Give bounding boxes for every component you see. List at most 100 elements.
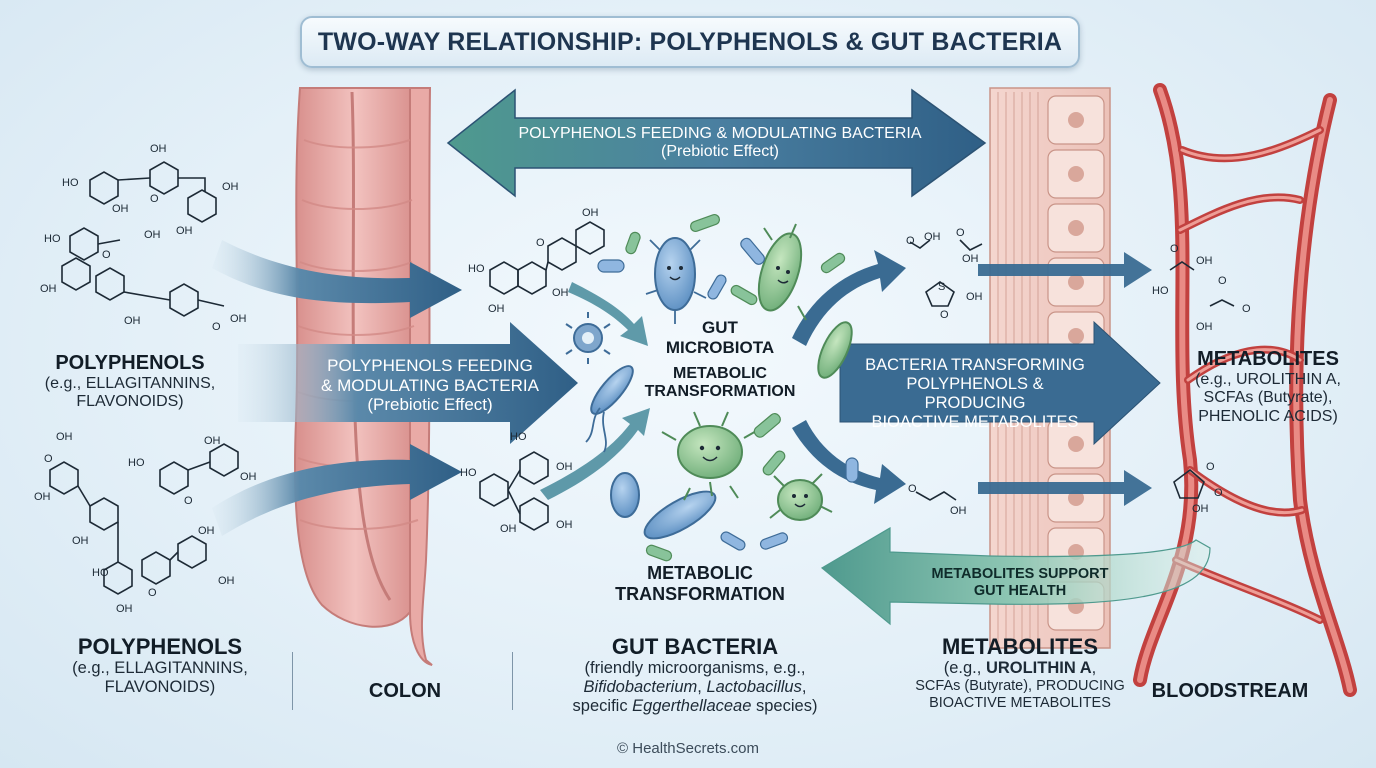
left-curved-arrows xyxy=(212,240,462,536)
atom-label: O xyxy=(148,587,157,599)
atom-label: HO xyxy=(510,431,527,443)
atom-label: O xyxy=(212,321,221,333)
bottom-gut-bacteria-line3: specific Eggerthellaceae species) xyxy=(540,697,850,716)
blood-vessels xyxy=(1133,83,1357,697)
bottom-metabolites-line2: SCFAs (Butyrate), PRODUCING xyxy=(915,678,1125,695)
atom-label: OH xyxy=(552,287,569,299)
atom-label: O xyxy=(956,227,965,239)
specific-text: specific xyxy=(572,697,633,716)
bottom-bloodstream-heading: BLOODSTREAM xyxy=(1151,680,1309,702)
left-polyphenols-line2: FLAVONOIDS) xyxy=(76,393,184,411)
virus-icon xyxy=(565,312,611,364)
atom-label: OH xyxy=(112,203,129,215)
atom-label: O xyxy=(1242,303,1251,315)
eg-text: (e.g., xyxy=(943,659,986,678)
page-title: TWO-WAY RELATIONSHIP: POLYPHENOLS & GUT … xyxy=(300,16,1080,68)
atom-label: OH xyxy=(222,181,239,193)
atom-label: O xyxy=(1206,461,1215,473)
right-arrow-label-line2: POLYPHENOLS & PRODUCING xyxy=(906,374,1044,412)
atom-label: OH xyxy=(198,525,215,537)
bottom-polyphenols-line2: FLAVONOIDS) xyxy=(104,678,216,697)
center-inflow-arrows xyxy=(540,282,650,500)
separator-text: , xyxy=(1091,659,1097,678)
gut-microbiota-line2: MICROBIOTA xyxy=(665,337,775,357)
atom-label: OH xyxy=(230,313,247,325)
bottom-bloodstream-caption: BLOODSTREAM xyxy=(1140,680,1320,703)
gut-microbiota-line3: METABOLIC xyxy=(673,365,767,383)
middle-arrow xyxy=(238,322,578,444)
atom-label: OH xyxy=(34,491,51,503)
atom-label: OH xyxy=(1196,321,1213,333)
middle-arrow-label-line2: & MODULATING BACTERIA xyxy=(321,375,539,395)
right-arrow-label-line3: BIOACTIVE METABOLITES xyxy=(871,412,1079,431)
separator-text: , xyxy=(697,678,707,697)
atom-label: HO xyxy=(1152,285,1169,297)
atom-label: OH xyxy=(240,471,257,483)
copyright-text: © HealthSecrets.com xyxy=(617,740,759,757)
atom-label: O xyxy=(102,249,111,261)
atom-label: HO xyxy=(468,263,485,275)
atom-label: OH xyxy=(144,229,161,241)
atom-label: OH xyxy=(962,253,979,265)
top-double-arrow xyxy=(446,88,987,198)
atom-label: O xyxy=(184,495,193,507)
left-polyphenols-heading: POLYPHENOLS xyxy=(55,352,205,374)
bottom-metabolites-line3: BIOACTIVE METABOLITES xyxy=(929,694,1111,711)
middle-arrow-label-line3: (Prebiotic Effect) xyxy=(367,395,493,415)
bacteria-cluster xyxy=(565,213,859,562)
atom-label: OH xyxy=(556,519,573,531)
atom-label: O xyxy=(1170,243,1179,255)
atom-label: O xyxy=(44,453,53,465)
atom-label: HO xyxy=(92,567,109,579)
atom-label: OH xyxy=(1192,503,1209,515)
left-polyphenols-label: POLYPHENOLS (e.g., ELLAGITANNINS, FLAVON… xyxy=(30,352,230,412)
bottom-polyphenols-caption: POLYPHENOLS (e.g., ELLAGITANNINS, FLAVON… xyxy=(40,634,280,697)
atom-label: OH xyxy=(150,143,167,155)
atom-label: O xyxy=(940,309,949,321)
atom-label: OH xyxy=(924,231,941,243)
right-metabolites-line1: (e.g., UROLITHIN A, xyxy=(1195,371,1341,388)
atom-label: OH xyxy=(556,461,573,473)
top-arrow-label: POLYPHENOLS FEEDING & MODULATING BACTERI… xyxy=(490,125,950,162)
bottom-metabolites-line1: (e.g., UROLITHIN A, xyxy=(890,659,1150,678)
return-arrow xyxy=(820,526,1211,626)
metabolic-transformation-label: METABOLIC TRANSFORMATION xyxy=(590,563,810,604)
right-arrow-label-line1: BACTERIA TRANSFORMING xyxy=(865,356,1085,374)
right-metabolites-label: METABOLITES (e.g., UROLITHIN A, SCFAs (B… xyxy=(1168,348,1368,426)
atom-label: OH xyxy=(40,283,57,295)
right-metabolites-line3: PHENOLIC ACIDS) xyxy=(1198,407,1338,425)
bottom-polyphenols-heading: POLYPHENOLS xyxy=(77,634,243,659)
bottom-gut-bacteria-heading: GUT BACTERIA xyxy=(611,634,779,659)
metabolite-absorption-arrows xyxy=(978,252,1152,506)
lactobacillus-text: Lactobacillus xyxy=(706,678,802,697)
atom-label: OH xyxy=(582,207,599,219)
atom-label: O xyxy=(906,235,915,247)
polyphenol-structures xyxy=(49,161,1235,595)
gut-microbiota-label: GUT MICROBIOTA METABOLIC TRANSFORMATION xyxy=(620,318,820,402)
top-arrow-label-line2: (Prebiotic Effect) xyxy=(661,143,779,161)
left-polyphenols-line1: (e.g., ELLAGITANNINS, xyxy=(44,375,216,392)
divider xyxy=(292,652,293,710)
middle-arrow-label-line1: POLYPHENOLS FEEDING xyxy=(327,356,533,375)
bottom-metabolites-heading: METABOLITES xyxy=(941,634,1099,659)
atom-label: O xyxy=(1218,275,1227,287)
atom-label: OH xyxy=(950,505,967,517)
atom-label: O xyxy=(536,237,545,249)
atom-label: O xyxy=(1214,487,1223,499)
right-metabolites-line2: SCFAs (Butyrate), xyxy=(1203,389,1333,407)
return-arrow-label: METABOLITES SUPPORT GUT HEALTH xyxy=(905,566,1135,599)
urolithin-a-text: UROLITHIN A xyxy=(985,659,1092,678)
atom-label: HO xyxy=(44,233,61,245)
atom-label: OH xyxy=(116,603,133,615)
separator-text: , xyxy=(801,678,807,697)
atom-label: OH xyxy=(966,291,983,303)
bottom-polyphenols-line1: (e.g., ELLAGITANNINS, xyxy=(72,659,248,678)
bifidobacterium-text: Bifidobacterium xyxy=(583,678,698,697)
right-metabolites-heading: METABOLITES xyxy=(1197,348,1339,370)
atom-label: OH xyxy=(500,523,517,535)
atom-label: HO xyxy=(128,457,145,469)
right-arrow-label: BACTERIA TRANSFORMING POLYPHENOLS & PROD… xyxy=(860,356,1090,432)
top-arrow-label-line1: POLYPHENOLS FEEDING & MODULATING BACTERI… xyxy=(518,125,922,142)
